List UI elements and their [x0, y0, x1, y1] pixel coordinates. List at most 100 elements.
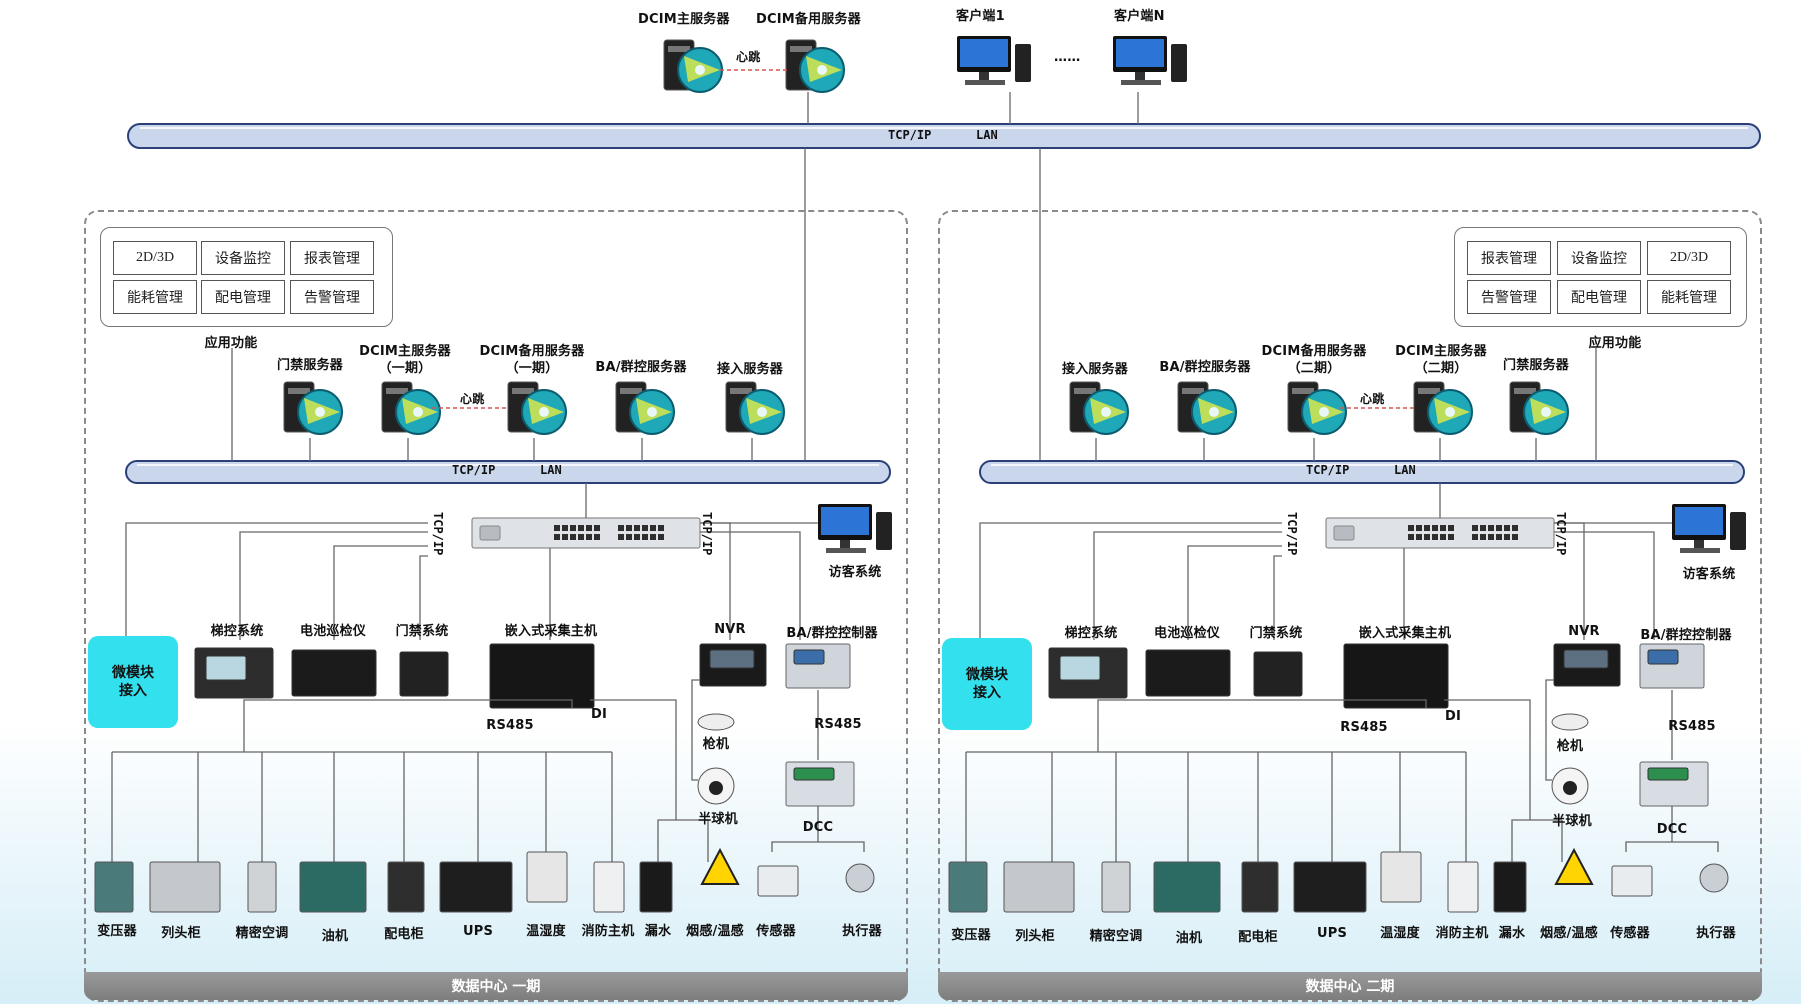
dc2-device-column-cabinet-label: 列头柜 [1015, 929, 1055, 944]
dc1-switch-port [658, 534, 664, 540]
dc2-app-functions-group [1454, 227, 1747, 327]
dc1-battery-wire [333, 545, 428, 640]
dc2-function-alarm: 告警管理 [1467, 280, 1551, 314]
dc1-door-wire [419, 555, 428, 640]
dc1-access-server-label: 接入服务器 [716, 362, 784, 377]
dc2-switch-port [1408, 534, 1414, 540]
dc1-device-3 [299, 861, 367, 913]
dc1-functions-caption: 应用功能 [204, 336, 258, 351]
dc1-dcim-backup-server-hub [539, 407, 549, 417]
dc1-embedded-host [489, 643, 595, 709]
dc1-dome-camera-label: 半球机 [698, 812, 738, 827]
dc1-ba-controller-label: BA/群控控制器 [786, 626, 878, 641]
dc2-access-server-label: 接入服务器 [1061, 362, 1129, 377]
dc1-ba-group-server-hub [647, 407, 657, 417]
dc2-device-generator-label: 油机 [1175, 931, 1203, 946]
dc2-dome-lens [1563, 781, 1577, 795]
dc2-bus-lan-label: LAN [1394, 463, 1416, 477]
dc1-battery-device [291, 649, 377, 697]
dc1-function-device-monitor: 设备监控 [201, 241, 285, 275]
dc1-visitor-computer-screen [821, 507, 869, 535]
dc2-device-8 [1493, 861, 1527, 913]
dc2-switch-port [1448, 534, 1454, 540]
dc2-functions-caption: 应用功能 [1588, 336, 1642, 351]
dc2-access-server-hub [1101, 407, 1111, 417]
dc1-dome-lens [709, 781, 723, 795]
dc1-elevator-label: 梯控系统 [210, 624, 264, 639]
dc2-device-2 [1101, 861, 1131, 913]
dc2-sensor-device [1611, 865, 1653, 897]
dc2-elevator-label: 梯控系统 [1064, 626, 1118, 641]
client-1-label: 客户端1 [956, 9, 1005, 24]
dc1-switch-port [618, 534, 624, 540]
dc2-switch-port [1440, 525, 1446, 531]
dc2-elevator-screen [1059, 655, 1101, 681]
dc1-device-fire-host-label: 消防主机 [581, 924, 635, 939]
dc1-switch-port [578, 525, 584, 531]
dc2-ba-controller-label: BA/群控控制器 [1640, 628, 1732, 643]
client-1-computer-neck [979, 72, 989, 80]
dc1-device-7 [593, 861, 625, 913]
dc2-heartbeat-label: 心跳 [1360, 392, 1385, 406]
dc1-rs485-top [243, 699, 573, 720]
dc1-door-label: 门禁系统 [395, 624, 449, 639]
dc2-dcim-backup-server-bay [1292, 388, 1314, 394]
dc2-visitor-computer-neck [1694, 540, 1704, 548]
dc1-dcc-label: DCC [802, 820, 834, 835]
datacenter-2-title: 数据中心 二期 [1305, 979, 1395, 995]
dc1-battery-label: 电池巡检仪 [299, 624, 367, 639]
dc1-device-generator-label: 油机 [321, 929, 349, 944]
dc1-device-6 [526, 851, 568, 903]
dc2-switch-logo [1333, 525, 1355, 541]
dc1-smoke-icon [700, 847, 740, 885]
dc2-switch-port [1480, 534, 1486, 540]
dc2-rs485-right-label: RS485 [1668, 719, 1716, 734]
dc2-micro-module-access: 微模块接入 [942, 638, 1032, 730]
dc2-dcim-main-label-1: DCIM主服务器 [1395, 344, 1487, 359]
dc2-switch-tcpip-left: TCP/IP [1285, 512, 1299, 556]
dc2-switch-port [1488, 525, 1494, 531]
dc2-device-1 [1003, 861, 1075, 913]
dc1-device-column-cabinet-label: 列头柜 [161, 926, 201, 941]
dc1-device-0 [94, 861, 134, 913]
dc2-gun-camera-label: 枪机 [1556, 739, 1584, 754]
dc2-device-3 [1153, 861, 1221, 913]
dc2-ba-group-server-hub [1209, 407, 1219, 417]
dc1-rs485-right-label: RS485 [814, 717, 862, 732]
dc2-device-temp-humidity-label: 温湿度 [1380, 926, 1420, 941]
dc1-switch-port [626, 534, 632, 540]
dc1-dcim-main-server-bay [386, 388, 408, 394]
dc2-access-server-bay [1074, 388, 1096, 394]
dc1-camera-wire [691, 679, 700, 781]
dc2-nvr-screen [1563, 649, 1609, 669]
dc1-app-functions-group [100, 227, 393, 327]
dc2-rs485-left-label: RS485 [1340, 720, 1388, 735]
dc2-device-sensor-label: 传感器 [1610, 926, 1650, 941]
dc1-switch-port [634, 525, 640, 531]
dc1-switch-tcpip-right: TCP/IP [700, 512, 714, 556]
top-dcim-main-server-label: DCIM主服务器 [638, 12, 730, 27]
dc2-switch-port [1504, 534, 1510, 540]
dc2-dcim-backup-label-2: （二期） [1287, 361, 1341, 376]
dc2-micro-module-label: 微模块接入 [966, 667, 1008, 701]
dc1-switch-port [570, 525, 576, 531]
dc2-ba-controller-screen [1647, 649, 1679, 665]
datacenter-2-frame [938, 210, 1762, 1002]
dc1-device-ups-label: UPS [462, 924, 494, 939]
top-bus-lan-label: LAN [976, 128, 998, 142]
dc1-switch-port [594, 525, 600, 531]
dc1-switch-port [562, 525, 568, 531]
dc1-switch-port [586, 534, 592, 540]
dc1-device-1 [149, 861, 221, 913]
dc2-elevator-wire [1093, 531, 1282, 640]
dc2-access-control-server-hub [1541, 407, 1551, 417]
dc1-ba-group-server-label: BA/群控服务器 [595, 360, 687, 375]
dc1-switch-port [642, 525, 648, 531]
dc2-door-device [1253, 651, 1303, 697]
dc2-smoke-icon [1554, 847, 1594, 885]
dc1-nvr-label: NVR [714, 622, 746, 637]
dc1-visitor-computer-neck [840, 540, 850, 548]
dc1-micro-module-label: 微模块接入 [112, 665, 154, 699]
dc2-visitor-system-label: 访客系统 [1682, 567, 1736, 582]
